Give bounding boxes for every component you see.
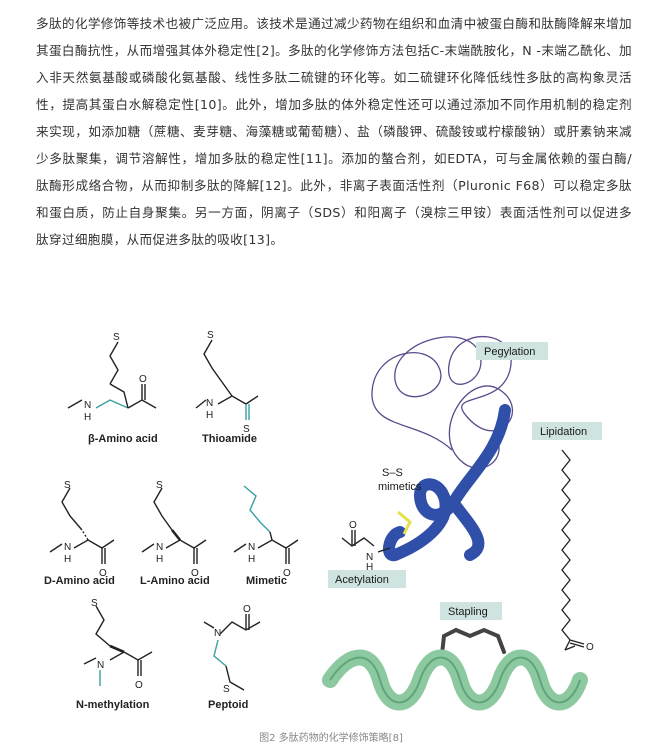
article-paragraph: 多肽的化学修饰等技术也被广泛应用。该技术是通过减少药物在组织和血清中被蛋白酶和肽…	[36, 16, 632, 247]
atom-n: N	[206, 398, 213, 409]
label-d-amino-acid: D-Amino acid	[44, 575, 115, 587]
lipid-chain	[561, 449, 571, 651]
atom-h: H	[84, 412, 91, 423]
atom-h: H	[64, 554, 71, 565]
atom-n: N	[64, 542, 71, 553]
tag-lipidation-bg	[532, 422, 602, 440]
tag-lipidation: Lipidation	[540, 426, 587, 438]
atom-s: S	[91, 598, 98, 609]
atom-n: N	[366, 552, 373, 563]
atom-s: S	[113, 332, 120, 343]
tag-pegylation-bg	[476, 342, 548, 360]
peptide-backbone	[383, 404, 511, 562]
label-ss-line1: S–S	[382, 467, 403, 479]
molecule-mimetic	[233, 485, 299, 564]
label-peptoid: Peptoid	[208, 699, 248, 711]
tag-acetylation-bg	[328, 570, 406, 588]
atom-o: O	[283, 568, 291, 579]
atom-o: O	[243, 604, 251, 615]
ss-mimetic-link	[397, 510, 412, 535]
label-mimetic: Mimetic	[246, 575, 287, 587]
atom-s-thio: S	[243, 424, 250, 435]
peptide-backbone-tail	[449, 499, 485, 561]
tag-stapling: Stapling	[448, 606, 488, 618]
figure-svg: S N H O β-Amino acid S N H S Thioamide S…	[44, 330, 602, 711]
label-ss-line2: mimetics	[378, 481, 422, 493]
tag-acetylation: Acetylation	[335, 574, 389, 586]
atom-s: S	[223, 684, 230, 695]
atom-h: H	[366, 562, 373, 573]
alpha-helix	[322, 649, 588, 711]
tag-stapling-bg	[440, 602, 502, 620]
lipid-carbonyl	[564, 639, 585, 651]
atom-o: O	[586, 642, 594, 653]
figure-caption: 图2 多肽药物的化学修饰策略[8]	[259, 733, 403, 744]
molecule-d-amino-acid	[49, 487, 115, 564]
peg-chain	[371, 336, 513, 469]
molecule-peptoid	[203, 614, 261, 691]
atom-n: N	[97, 660, 104, 671]
alpha-helix-shade	[329, 656, 581, 704]
atom-o: O	[191, 568, 199, 579]
acetylation-group	[341, 530, 391, 553]
atom-h: H	[206, 410, 213, 421]
atom-o: O	[349, 520, 357, 531]
figure-chemical-modification: S N H O β-Amino acid S N H S Thioamide S…	[0, 300, 662, 730]
atom-h: H	[248, 554, 255, 565]
staple-link	[440, 627, 506, 656]
molecule-l-amino-acid	[141, 487, 207, 564]
atom-o: O	[99, 568, 107, 579]
label-thioamide: Thioamide	[202, 433, 257, 445]
atom-h: H	[156, 554, 163, 565]
atom-n: N	[214, 628, 221, 639]
atom-s: S	[64, 480, 71, 491]
atom-o: O	[135, 680, 143, 691]
molecule-thioamide	[195, 339, 259, 420]
atom-n: N	[84, 400, 91, 411]
atom-n: N	[156, 542, 163, 553]
molecule-n-methylation	[83, 605, 153, 686]
label-beta-amino-acid: β-Amino acid	[88, 433, 158, 445]
tag-pegylation: Pegylation	[484, 346, 535, 358]
label-n-methylation: N-methylation	[76, 699, 150, 711]
label-l-amino-acid: L-Amino acid	[140, 575, 210, 587]
atom-n: N	[248, 542, 255, 553]
atom-s: S	[207, 330, 214, 341]
molecule-beta-amino-acid	[67, 341, 157, 409]
atom-o: O	[139, 374, 147, 385]
atom-s: S	[156, 480, 163, 491]
